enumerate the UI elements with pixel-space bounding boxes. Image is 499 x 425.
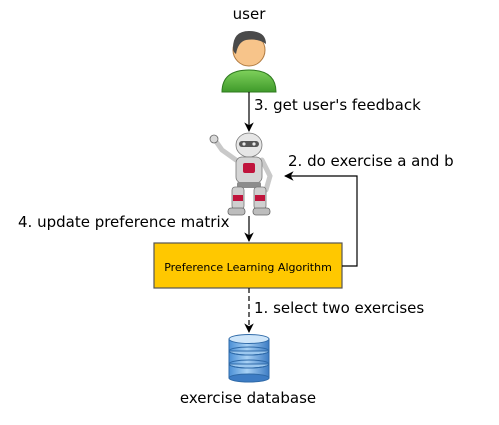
edge-label-update-matrix: 4. update preference matrix xyxy=(18,213,230,231)
database-label: exercise database xyxy=(180,389,316,407)
edge-label-get-feedback: 3. get user's feedback xyxy=(254,96,421,114)
user-label: user xyxy=(233,5,267,23)
edge-label-do-exercise: 2. do exercise a and b xyxy=(288,152,454,170)
user-icon xyxy=(221,31,277,93)
database-icon xyxy=(228,334,270,383)
preference-learning-algorithm-box: Preference Learning Algorithm xyxy=(153,242,343,289)
edge-do-exercise xyxy=(284,171,358,267)
edge-label-select-exercises: 1. select two exercises xyxy=(254,299,424,317)
algorithm-label: Preference Learning Algorithm xyxy=(164,261,332,274)
nao-robot-icon xyxy=(209,132,273,216)
